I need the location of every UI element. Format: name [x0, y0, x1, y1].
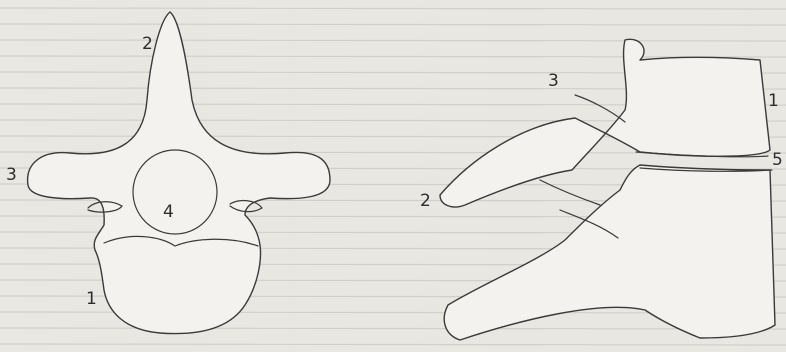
- spinous-process-notch: [540, 180, 600, 205]
- label-transverse-process-left: 3: [6, 167, 17, 184]
- vertebra-outline-top-view: [28, 12, 330, 334]
- upper-lamina-line: [575, 95, 625, 122]
- label-spinous-process-left: 2: [142, 36, 153, 53]
- lateral-view-vertebrae: [440, 39, 775, 340]
- label-foramen-left: 4: [163, 204, 174, 221]
- label-body-right: 1: [768, 93, 779, 110]
- superior-view-vertebra: [28, 12, 330, 334]
- label-spinous-process-right: 2: [420, 193, 431, 210]
- label-lamina-right: 3: [548, 73, 559, 90]
- label-body-left: 1: [86, 291, 97, 308]
- label-disc-right: 5: [772, 152, 783, 169]
